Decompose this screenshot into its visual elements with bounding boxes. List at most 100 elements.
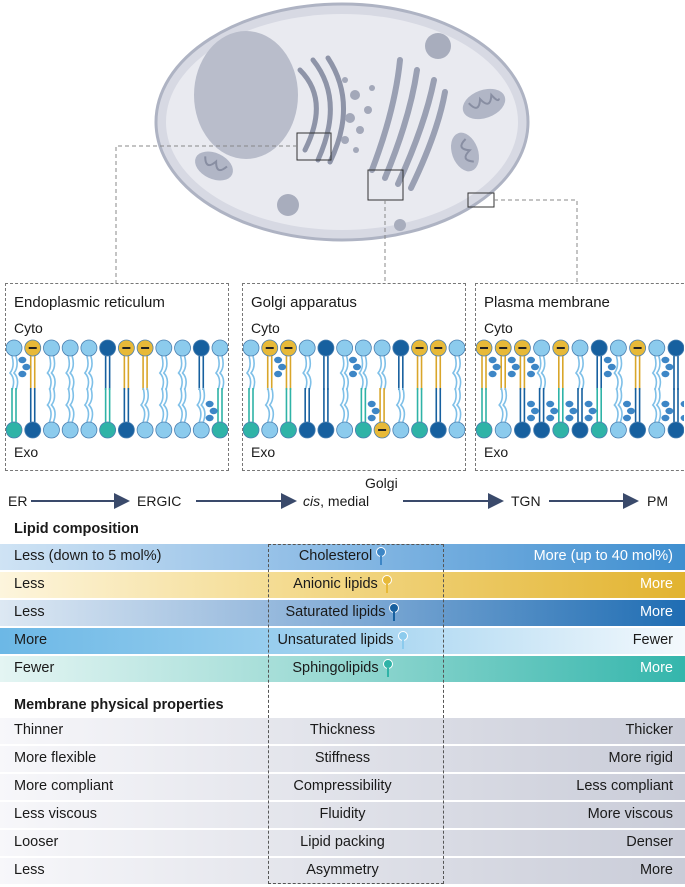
lipid-row-left: Less (down to 5 mol%) [14, 548, 162, 564]
cholesterol-icon [603, 370, 612, 378]
lipid-tail [540, 355, 546, 391]
unsaturated-lipid-head [648, 339, 666, 357]
cholesterol-icon [371, 407, 380, 415]
lipid-tail [162, 355, 169, 391]
cyto-label: Cyto [484, 320, 513, 336]
lipid-tail [162, 387, 169, 423]
lipid-tail [617, 387, 623, 423]
lipid-tail [655, 355, 662, 391]
cyto-label: Cyto [251, 320, 280, 336]
lysosome [394, 219, 406, 231]
lipid-tail [46, 355, 52, 391]
property-row-name: Fluidity [319, 806, 366, 822]
unsaturated-lipid-head [354, 339, 372, 357]
cholesterol-icon [680, 414, 684, 422]
cholesterol-icon [22, 363, 31, 371]
lipid-tail [451, 355, 458, 391]
lipid-tail [451, 387, 458, 423]
cholesterol-icon [569, 407, 578, 415]
saturated-lipid-head [99, 339, 117, 357]
cholesterol-icon [607, 363, 616, 371]
exo-label: Exo [484, 444, 509, 460]
property-row-left: Thinner [14, 722, 64, 738]
unsaturated-lipid-head [174, 421, 191, 439]
saturated-lipid-head [317, 421, 335, 439]
cholesterol-icon [349, 370, 357, 378]
cholesterol-icon [623, 400, 631, 408]
panel-er: Endoplasmic reticulum Cyto Exo [5, 283, 229, 471]
lipid-tail [264, 387, 271, 423]
cholesterol-icon [367, 414, 376, 422]
flow-arrows [31, 493, 639, 509]
mitochondrion [462, 88, 506, 120]
cholesterol-icon [507, 370, 516, 378]
lipid-row-right: More (up to 40 mol%) [533, 548, 673, 564]
saturated-lipid-head [667, 421, 684, 439]
unsaturated-lipid-head [533, 339, 550, 357]
lipid-tail [362, 355, 368, 391]
lipid-tail [358, 355, 364, 391]
lipid-row-name: Anionic lipids [0, 575, 685, 594]
cholesterol-icon [680, 400, 684, 408]
sphingolipid-head [411, 421, 428, 439]
lysosome [425, 33, 451, 59]
cholesterol-icon [209, 407, 218, 415]
unsaturated-lipid-icon [397, 631, 408, 650]
lipid-row-right: More [639, 604, 673, 620]
cholesterol-icon [584, 414, 593, 422]
vesicles [341, 77, 375, 153]
lipid-tail [69, 387, 75, 423]
cholesterol-icon [584, 400, 593, 408]
sphingolipid-head [6, 421, 23, 439]
saturated-lipid-head [117, 421, 135, 439]
saturated-lipid-head [514, 421, 531, 439]
cholesterol-icon [18, 370, 27, 378]
flow-ergic: ERGIC [137, 493, 182, 509]
saturated-lipid-head [192, 339, 210, 357]
cholesterol-icon [507, 356, 516, 364]
lipid-tail [50, 355, 56, 391]
lipid-tail [455, 387, 462, 423]
property-row-left: More compliant [14, 778, 114, 794]
unsaturated-lipid-head [571, 339, 589, 357]
lipid-tail [181, 355, 187, 391]
physical-section-title: Membrane physical properties [14, 697, 224, 713]
cholesterol-icon [661, 356, 670, 364]
lipid-row-left: Less [14, 604, 45, 620]
lipid-tail [144, 387, 150, 423]
sphingolipid-icon [382, 659, 393, 678]
cholesterol-icon [588, 407, 597, 415]
lipid-row-name: Cholesterol [0, 547, 685, 566]
saturated-lipid-head [667, 339, 684, 357]
lipid-tail [339, 387, 346, 423]
golgi-shape [369, 57, 448, 191]
unsaturated-lipid-head [261, 421, 279, 439]
sphingolipid-head [476, 421, 493, 439]
cholesterol-icon [546, 414, 555, 422]
flow-golgi-top: Golgi [365, 475, 398, 491]
unsaturated-lipid-head [80, 421, 98, 439]
exo-label: Exo [251, 444, 276, 460]
lipid-tail [87, 355, 94, 391]
cholesterol-icon [205, 414, 214, 422]
lipid-tail [158, 355, 165, 391]
unsaturated-lipid-head [80, 339, 98, 357]
mitochondrion [450, 132, 480, 172]
lipid-tail [502, 387, 508, 423]
lipid-tail [455, 355, 462, 391]
sphingolipid-head [243, 421, 260, 439]
connector-lines [115, 145, 578, 284]
saturated-lipid-head [429, 421, 447, 439]
lipid-tail [177, 355, 183, 391]
lipid-tail [177, 387, 183, 423]
cyto-label: Cyto [14, 320, 43, 336]
cholesterol-icon [349, 356, 357, 364]
lipid-tail [214, 355, 221, 391]
lipid-tail [196, 387, 202, 423]
unsaturated-lipid-head [136, 421, 154, 439]
